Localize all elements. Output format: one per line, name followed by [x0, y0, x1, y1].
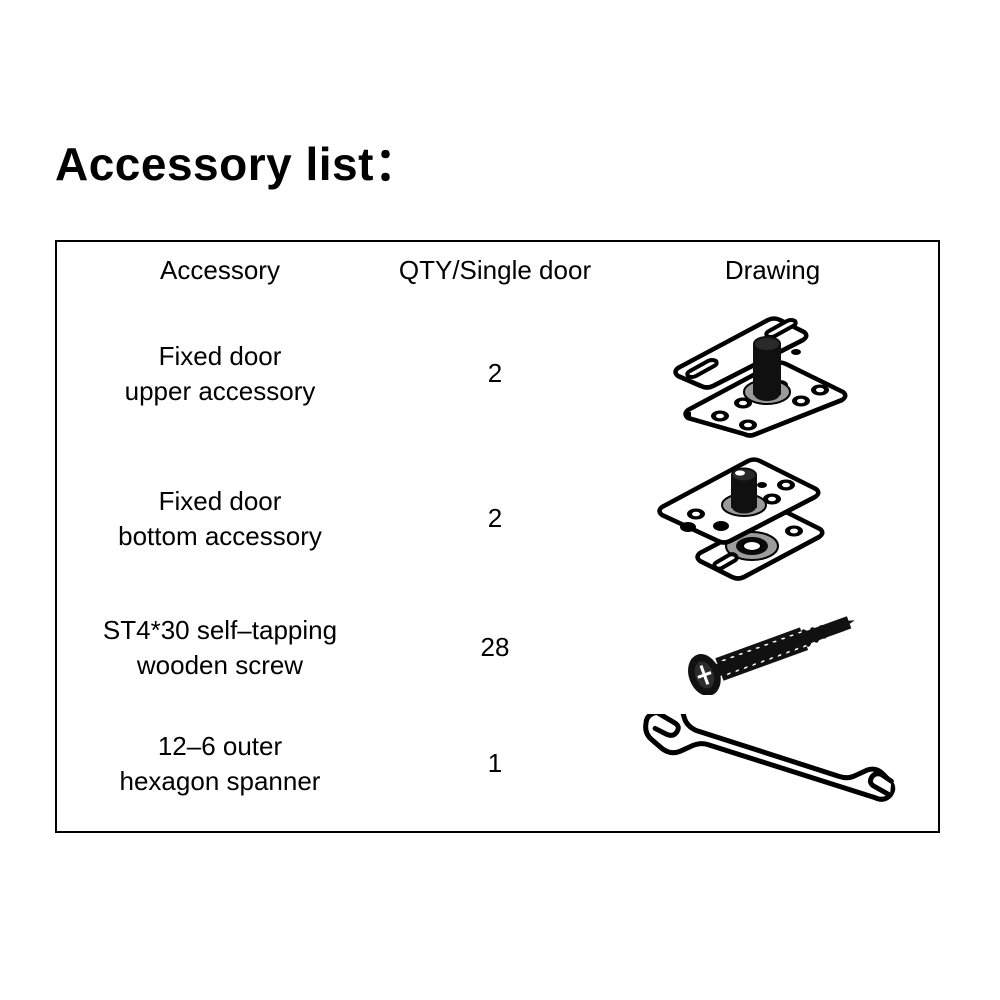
row-drawing-cell: [605, 704, 940, 823]
open-end-spanner-icon: [642, 713, 895, 802]
header-accessory: Accessory: [160, 255, 280, 285]
row-accessory-label: 12–6 outer hexagon spanner: [119, 730, 321, 796]
accessory-table: Accessory QTY/Single door Drawing Fixed …: [55, 240, 940, 823]
table-row: ST4*30 self–tapping wooden screw 28: [55, 591, 940, 704]
table-row: 12–6 outer hexagon spanner 1: [55, 704, 940, 823]
row-drawing-cell: [605, 446, 940, 591]
table-row: Fixed door upper accessory 2: [55, 301, 940, 446]
row-drawing-cell: [605, 591, 940, 704]
fixed-door-bottom-bracket-icon: [656, 456, 824, 581]
table-header-row: Accessory QTY/Single door Drawing: [55, 240, 940, 301]
fixed-door-upper-bracket-icon: [672, 316, 847, 438]
page-title: Accessory list：: [55, 138, 421, 190]
row-qty-value: 2: [487, 503, 503, 533]
row-qty-value: 28: [480, 632, 510, 662]
row-accessory-label: ST4*30 self–tapping wooden screw: [102, 614, 338, 680]
header-drawing: Drawing: [724, 255, 821, 285]
header-qty: QTY/Single door: [398, 255, 592, 285]
row-accessory-label: Fixed door bottom accessory: [118, 485, 322, 551]
row-accessory-label: Fixed door upper accessory: [124, 340, 316, 406]
row-drawing-cell: [605, 301, 940, 446]
self-tapping-screw-icon: [687, 616, 855, 695]
row-qty-value: 2: [487, 358, 503, 388]
table-row: Fixed door bottom accessory 2: [55, 446, 940, 591]
row-qty-value: 1: [487, 748, 503, 778]
